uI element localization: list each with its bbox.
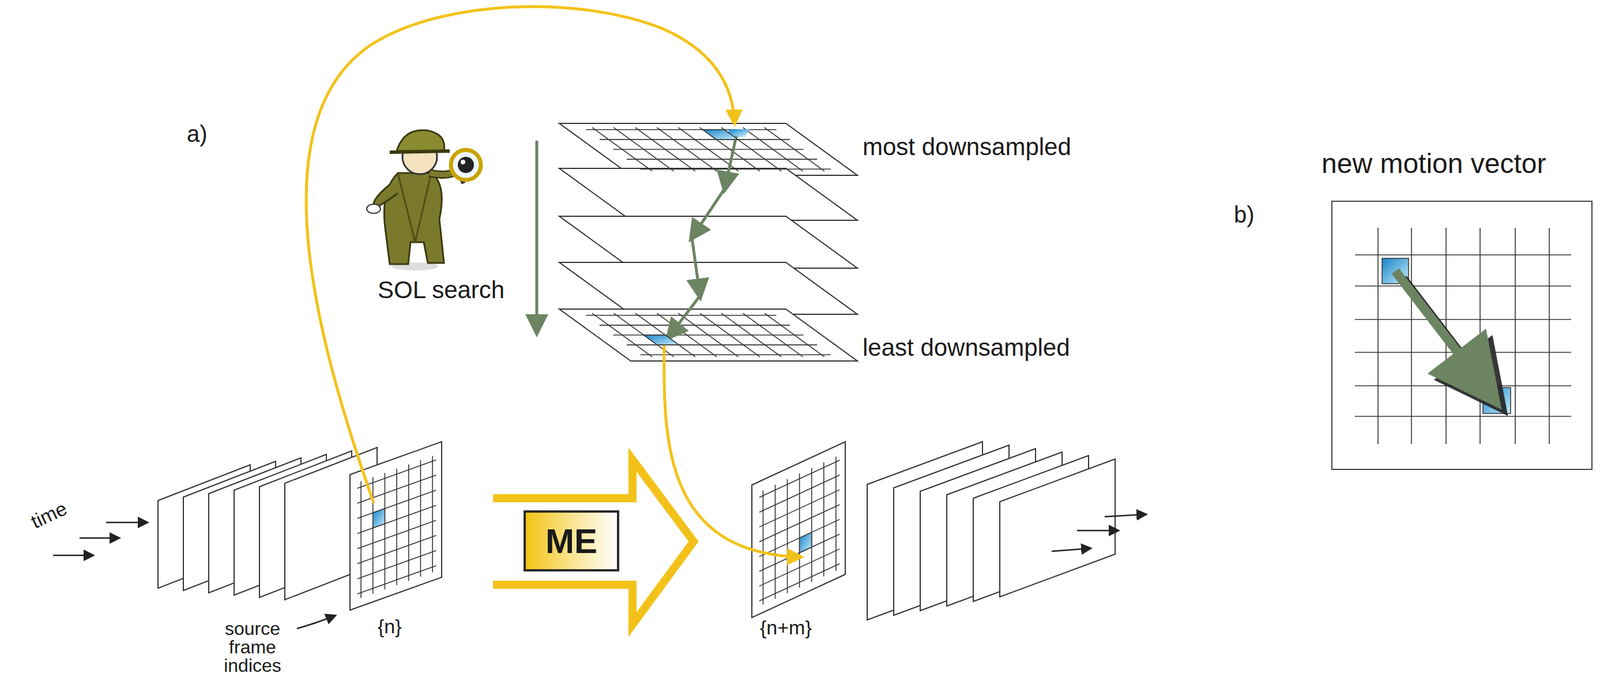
grid-line xyxy=(1354,254,1572,256)
grid-line xyxy=(759,519,840,557)
pyramid-level xyxy=(559,123,858,176)
axis-label: time xyxy=(27,497,71,533)
grid-line xyxy=(357,505,437,534)
grid-line xyxy=(408,464,410,581)
grid-line xyxy=(1354,385,1572,387)
note-label: source frame indices xyxy=(212,619,293,675)
grid-line xyxy=(1377,227,1379,444)
block-cell xyxy=(799,532,812,553)
process-box: ME xyxy=(523,510,620,572)
grid-line xyxy=(799,473,801,588)
block-cell xyxy=(373,508,386,529)
pyramid-level xyxy=(559,262,858,315)
search-arrow xyxy=(535,140,539,332)
video-frame xyxy=(751,441,846,618)
panel-letter: b) xyxy=(1233,201,1255,228)
grid-line xyxy=(626,158,818,160)
grid-line xyxy=(357,550,437,579)
grid-line xyxy=(823,462,825,577)
frame-label: {n+m} xyxy=(759,616,812,639)
method-label: SOL search xyxy=(377,276,505,304)
grid-line xyxy=(811,467,813,582)
detective-icon xyxy=(366,130,481,271)
grid-line xyxy=(612,334,804,336)
grid-line xyxy=(835,456,837,571)
grid-line xyxy=(357,460,437,489)
pyramid-level xyxy=(559,309,858,361)
grid-line xyxy=(640,168,831,170)
grid-line xyxy=(357,535,437,564)
grid-line xyxy=(585,314,777,316)
grid-line xyxy=(626,344,818,346)
grid-line xyxy=(396,468,398,586)
grid-line xyxy=(1354,285,1572,287)
grid-line xyxy=(599,138,790,141)
link-curve xyxy=(306,6,735,503)
grid-line xyxy=(357,565,437,594)
grid-line xyxy=(759,489,840,527)
grid-line xyxy=(759,475,840,513)
grid-line xyxy=(1354,415,1572,417)
video-frame xyxy=(349,441,442,611)
motion-vector xyxy=(1395,270,1491,395)
grid-line xyxy=(420,460,422,577)
grid-line xyxy=(372,477,374,594)
grid-line xyxy=(1354,318,1572,320)
grid-line xyxy=(787,479,789,594)
grid-line xyxy=(762,490,764,605)
video-frame xyxy=(999,458,1116,597)
grid-line xyxy=(759,504,840,542)
grid-line xyxy=(1479,227,1481,444)
grid-line xyxy=(759,563,840,602)
grid-line xyxy=(774,484,777,600)
panel-letter: a) xyxy=(186,121,208,147)
pyramid-level xyxy=(559,216,858,269)
block-cell xyxy=(702,129,739,140)
search-path xyxy=(668,136,737,337)
box-label: ME xyxy=(545,521,598,562)
grid-line xyxy=(599,324,790,326)
block-cell xyxy=(643,334,679,345)
grid-line xyxy=(357,490,437,519)
grid-line xyxy=(360,481,362,598)
grid-line xyxy=(612,148,804,150)
frame-label: {n} xyxy=(377,615,402,638)
grid-line xyxy=(1548,227,1550,444)
level-label: least downsampled xyxy=(862,334,1071,361)
grid-line xyxy=(640,354,831,356)
me-arrow xyxy=(492,459,694,625)
grid-line xyxy=(1410,227,1413,444)
panel-title: new motion vector xyxy=(1321,148,1547,180)
vector-panel xyxy=(1331,201,1592,470)
grid-line xyxy=(759,460,840,498)
grid-line xyxy=(1514,227,1516,444)
grid-line xyxy=(431,456,434,573)
grid-line xyxy=(357,520,437,549)
level-label: most downsampled xyxy=(862,133,1072,161)
grid-line xyxy=(384,472,386,590)
